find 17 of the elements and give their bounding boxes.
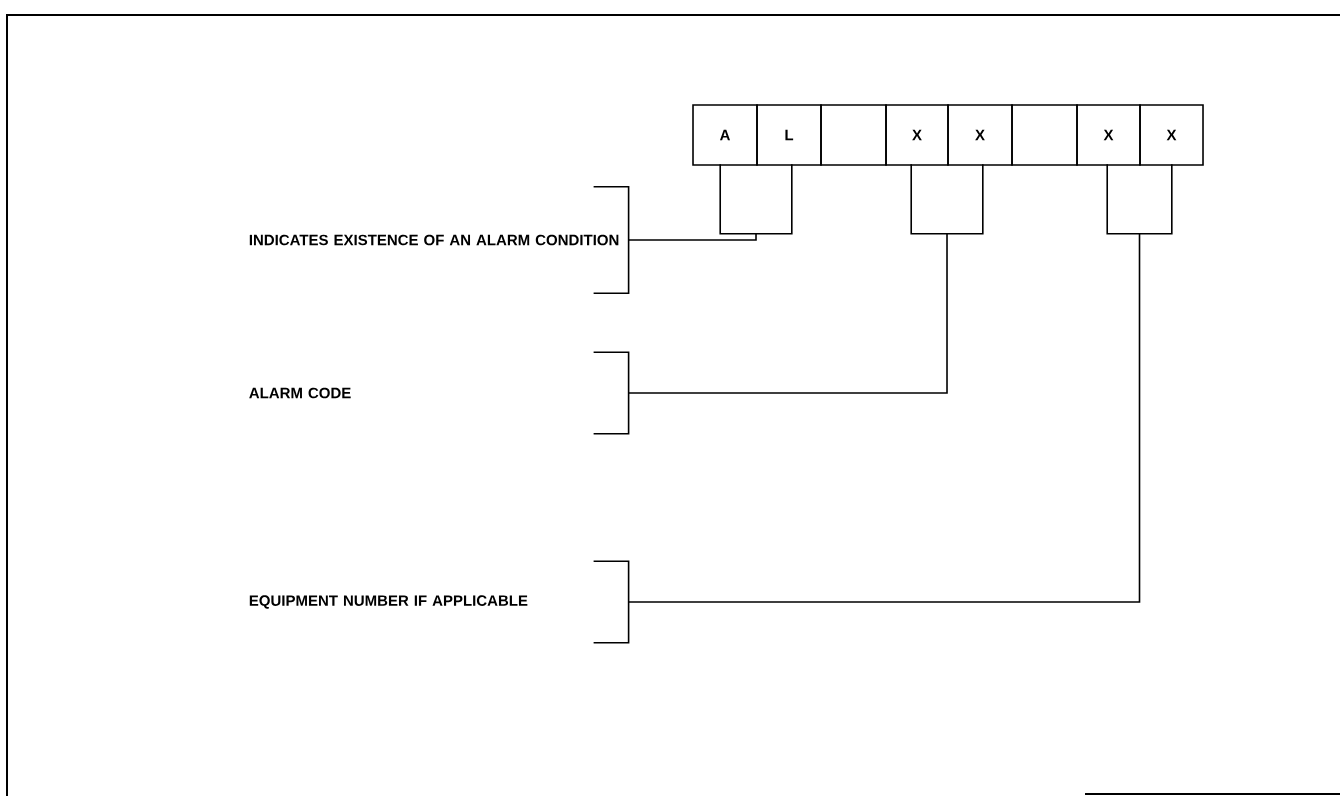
bracketed-label: ALARM CODE — [249, 351, 630, 435]
bracketed-label: EQUIPMENT NUMBER IF APPLICABLE — [249, 560, 630, 644]
letter-cell: A — [692, 104, 758, 166]
letter-cell: X — [885, 104, 949, 166]
letter-cell: X — [1076, 104, 1141, 166]
pair-bracket — [910, 163, 984, 235]
blank-cell — [820, 104, 887, 166]
leader-line — [627, 233, 1141, 603]
leader-line — [627, 233, 948, 394]
pair-bracket — [1106, 163, 1173, 235]
bracketed-label: INDICATES EXISTENCE OF AN ALARM CONDITION — [249, 185, 630, 295]
letter-cell: L — [756, 104, 822, 166]
letter-cell: X — [1139, 104, 1204, 166]
pair-bracket — [719, 163, 793, 235]
blank-cell — [1011, 104, 1078, 166]
leader-line — [627, 233, 757, 241]
letter-cell: X — [947, 104, 1013, 166]
